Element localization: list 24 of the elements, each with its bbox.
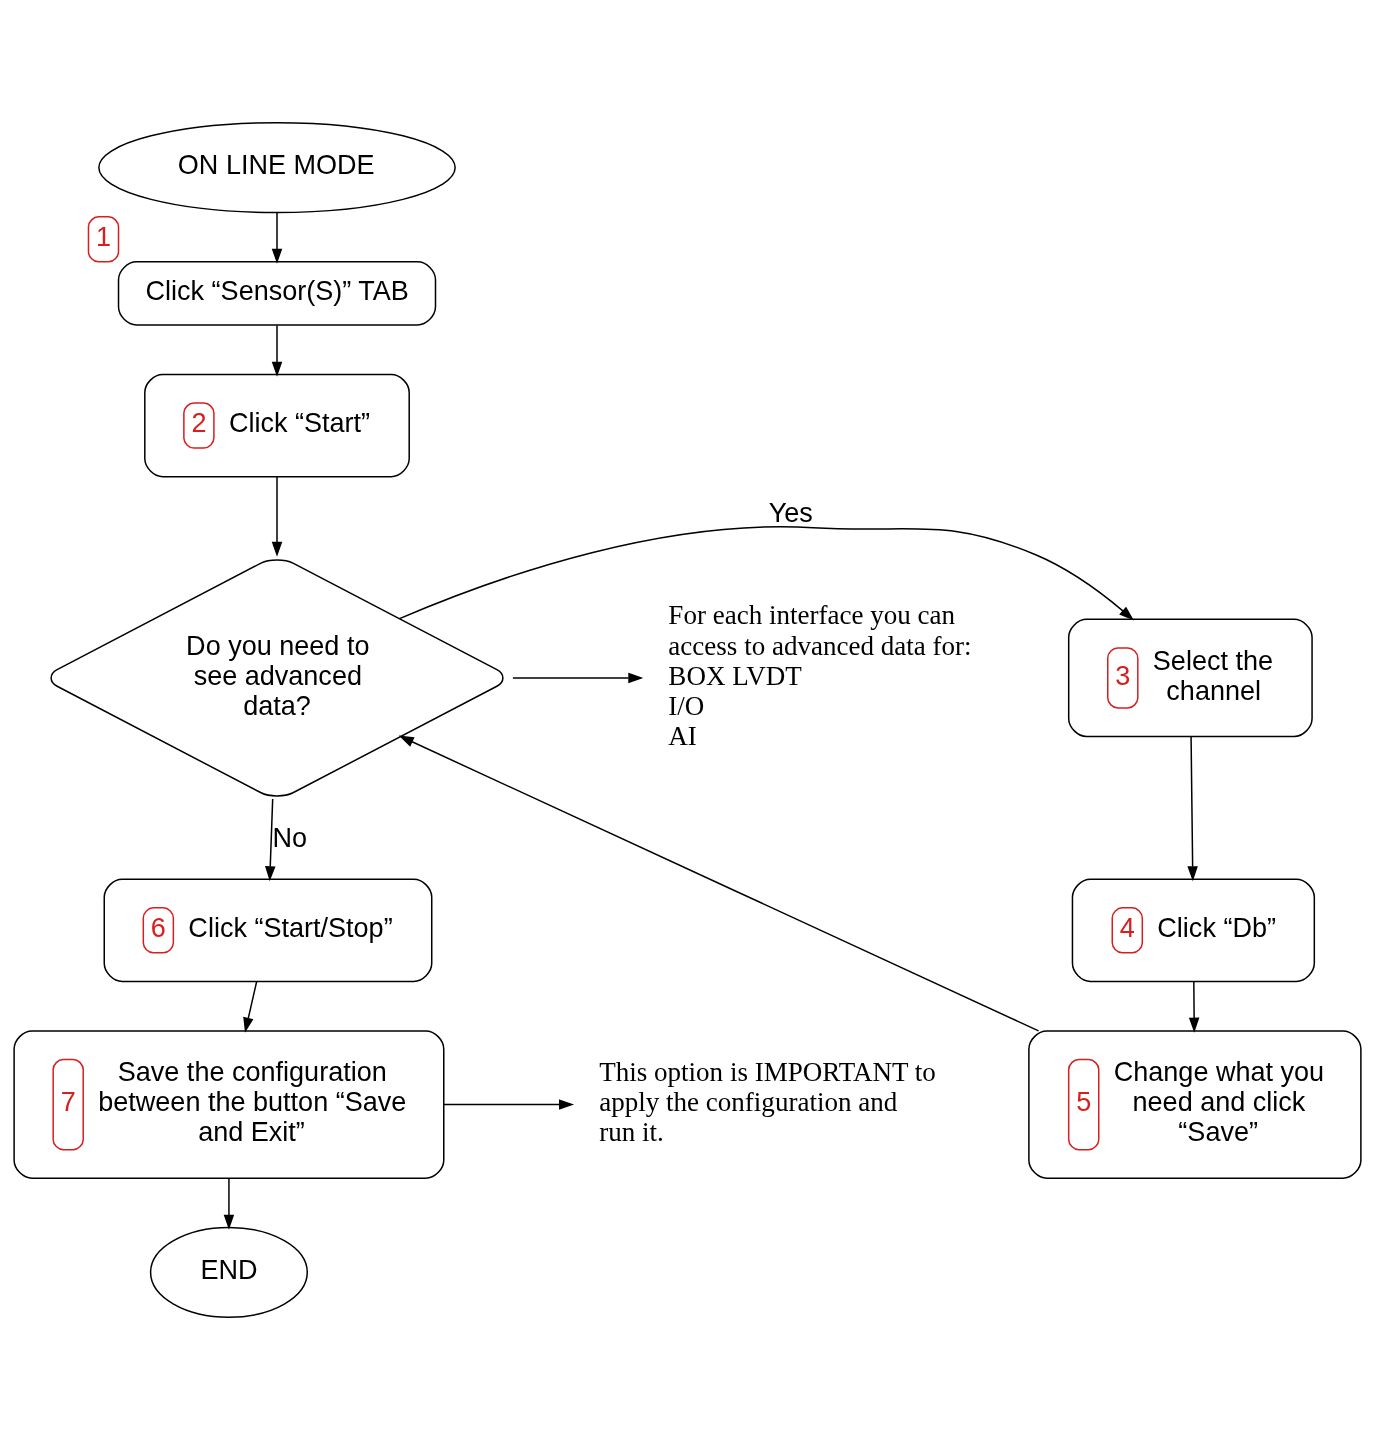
arrow [271,211,283,264]
arrow [443,1098,575,1110]
arrow [398,735,1040,1032]
node-box: 7 Save the configuration between the button “Save and Exit” [13,1029,445,1179]
node-box: 4 Click “Db” [1071,878,1316,982]
node-text: This option is IMPORTANT to apply the configuration and run it. [599,1056,936,1147]
arrow [398,525,1134,620]
arrow [223,1177,235,1230]
node-label: 1 [95,221,112,252]
arrow [1188,980,1200,1033]
arrow [1187,735,1198,881]
node-ellipse: END [149,1226,309,1318]
node-ellipse: ON LINE MODE [98,121,456,213]
arrow [512,672,644,683]
arrow [243,980,258,1033]
edge-label: Yes [768,497,813,528]
arrow [265,797,276,881]
edge-label: No [272,822,308,853]
node-text: For each interface you can access to advanced data for: BOX LVDT I/O AI [668,599,972,751]
arrow [271,324,283,377]
arrow [271,475,283,557]
node-box: 2 Click “Start” [144,373,410,477]
node-box: 5 Change what you need and click “Save” [1028,1029,1362,1179]
node-box: 6 Click “Start/Stop” [103,878,433,982]
